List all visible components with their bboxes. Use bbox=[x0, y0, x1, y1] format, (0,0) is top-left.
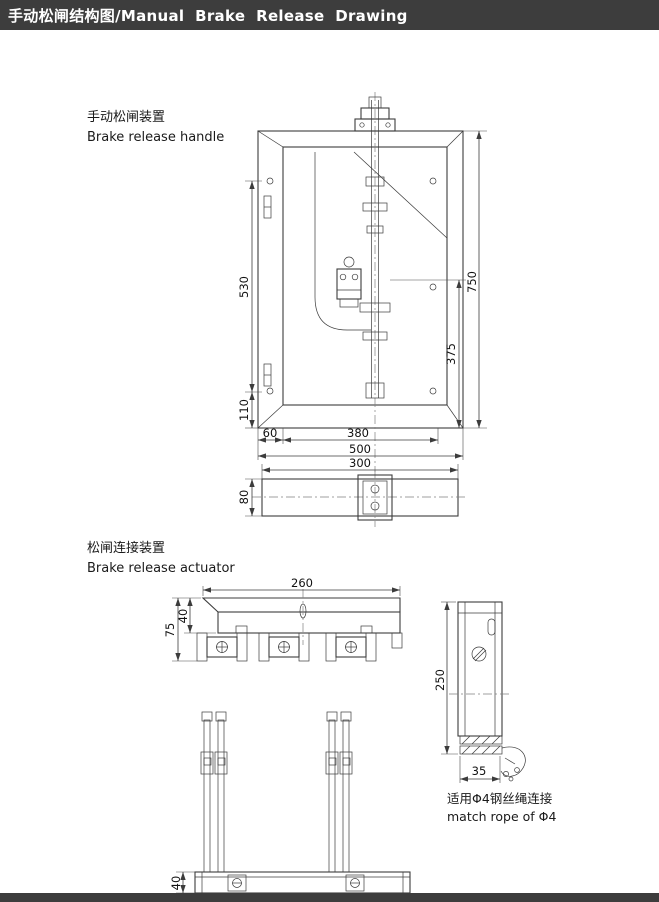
rope-note-zh: 适用Φ4钢丝绳连接 bbox=[447, 791, 553, 806]
dim-75: 75 bbox=[163, 623, 177, 638]
actuator-top-dimensions: 260 40 75 bbox=[163, 576, 401, 662]
footer-bar bbox=[0, 893, 659, 902]
dim-80: 80 bbox=[237, 490, 251, 505]
panel-dimensions: 530 110 750 375 60 380 500 bbox=[237, 130, 487, 460]
dim-60: 60 bbox=[263, 426, 278, 440]
panel-side-dimensions: 300 80 bbox=[237, 456, 459, 517]
dim-40-rail: 40 bbox=[169, 876, 183, 891]
handle-mechanism bbox=[336, 256, 362, 308]
rope-note-en: match rope of Φ4 bbox=[447, 809, 557, 825]
section-actuator-label-zh: 松闸连接装置 bbox=[87, 541, 166, 556]
section-handle-label-zh: 手动松闸装置 bbox=[87, 110, 166, 125]
dim-500: 500 bbox=[349, 442, 371, 456]
dim-300: 300 bbox=[349, 456, 371, 470]
header-bar: 手动松闸结构图/Manual Brake Release Drawing bbox=[0, 0, 659, 30]
rope-note: 适用Φ4钢丝绳连接 match rope of Φ4 bbox=[447, 790, 556, 826]
panel-bolts bbox=[266, 177, 437, 395]
dim-750: 750 bbox=[465, 271, 479, 293]
actuator-side-dimensions: 250 35 bbox=[433, 601, 501, 783]
rod-top-bracket bbox=[354, 96, 396, 132]
dim-110: 110 bbox=[237, 399, 251, 421]
actuator-clamps bbox=[196, 632, 403, 662]
dim-380: 380 bbox=[347, 426, 369, 440]
actuator-front-view bbox=[194, 711, 411, 894]
dim-375: 375 bbox=[444, 343, 458, 365]
panel-side-view bbox=[252, 470, 468, 527]
dim-530: 530 bbox=[237, 276, 251, 298]
dim-35: 35 bbox=[472, 764, 487, 778]
dim-250: 250 bbox=[433, 669, 447, 691]
section-handle-label: 手动松闸装置 Brake release handle bbox=[87, 108, 224, 148]
panel-front-view bbox=[257, 92, 464, 472]
actuator-top-view bbox=[201, 589, 401, 645]
page-title: 手动松闸结构图/Manual Brake Release Drawing bbox=[8, 6, 408, 25]
section-handle-label-en: Brake release handle bbox=[87, 130, 225, 146]
section-actuator-label: 松闸连接装置 Brake release actuator bbox=[87, 539, 235, 579]
actuator-side-view bbox=[449, 601, 526, 782]
section-actuator-label-en: Brake release actuator bbox=[87, 561, 235, 577]
rod-components bbox=[359, 176, 391, 399]
dim-40-plate: 40 bbox=[176, 609, 190, 624]
panel-hinges bbox=[263, 195, 272, 387]
dim-260: 260 bbox=[291, 576, 313, 590]
actuator-front-dimensions: 40 bbox=[169, 871, 195, 894]
